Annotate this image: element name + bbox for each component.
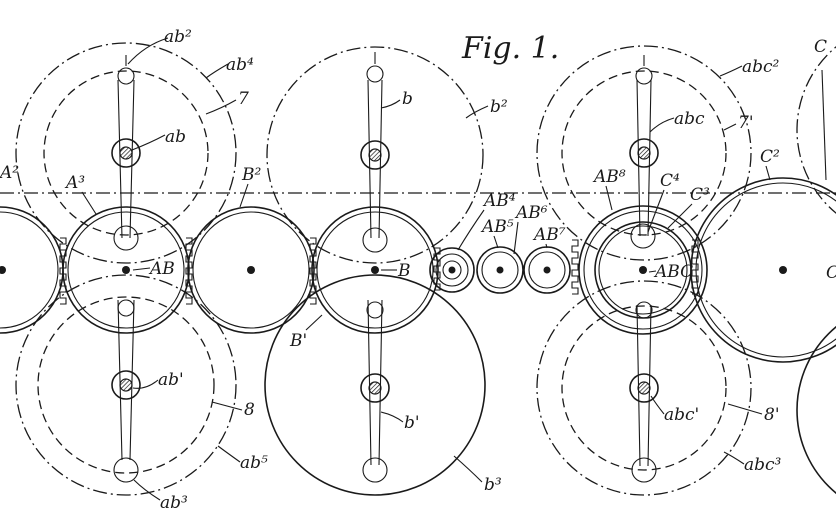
disc-ab5 — [15, 274, 237, 496]
label-7-prime: 7' — [738, 113, 754, 133]
label-8-prime: 8' — [764, 405, 780, 425]
label-AB6: AB⁶ — [514, 203, 548, 223]
label-C2: C² — [760, 147, 780, 167]
label-C4: C⁴ — [660, 171, 680, 191]
figure-title: Fig. 1. — [461, 31, 559, 66]
label-ab: ab — [165, 127, 186, 147]
gear-B — [311, 206, 439, 334]
label-A2: A² — [0, 163, 19, 183]
label-7: 7 — [238, 89, 249, 109]
disc-b3 — [264, 274, 486, 496]
label-abc3: abc³ — [744, 455, 782, 475]
gear-C2 — [690, 177, 836, 363]
label-abc: abc — [674, 109, 705, 129]
gear-ABC — [578, 205, 708, 335]
disc-c-top — [796, 46, 836, 214]
label-ab-prime: ab' — [158, 370, 184, 390]
disc-c-bottom — [796, 325, 836, 495]
label-ab2: ab² — [164, 27, 192, 47]
label-AB8: AB⁸ — [592, 167, 626, 187]
gear-B2 — [187, 206, 315, 334]
label-AB: AB — [148, 259, 175, 279]
label-C-top: C — [814, 37, 827, 57]
gear-AB4 — [429, 247, 475, 293]
label-C3: C³ — [690, 185, 710, 205]
label-B: B — [397, 261, 411, 281]
label-C-mid: C — [826, 263, 836, 283]
label-ab3: ab³ — [160, 493, 188, 513]
label-B-prime: B' — [289, 331, 307, 351]
label-b-prime: b' — [404, 413, 420, 433]
label-ab4: ab⁴ — [226, 55, 254, 75]
label-b3: b³ — [484, 475, 502, 495]
disc-abc3 — [536, 280, 752, 496]
labels: Fig. 1. ab² ab⁴ ab 7 ab' 8 ab⁵ ab³ A³ A²… — [0, 27, 836, 513]
label-abc-prime: abc' — [664, 405, 699, 425]
gear-AB7 — [523, 246, 571, 294]
label-ABC: ABC — [653, 262, 693, 282]
label-ab5: ab⁵ — [240, 453, 268, 473]
label-B2: B² — [241, 165, 261, 185]
label-AB4: AB⁴ — [482, 191, 516, 211]
gear-A2 — [0, 206, 64, 334]
label-b2: b² — [490, 97, 508, 117]
gear-AB5 — [476, 246, 524, 294]
label-abc2: abc² — [742, 57, 780, 77]
label-8: 8 — [244, 400, 255, 420]
label-AB5: AB⁵ — [480, 217, 514, 237]
label-A3: A³ — [64, 173, 85, 193]
disc-abc2 — [536, 45, 752, 261]
label-b: b — [402, 89, 413, 109]
label-AB7: AB⁷ — [532, 225, 566, 245]
